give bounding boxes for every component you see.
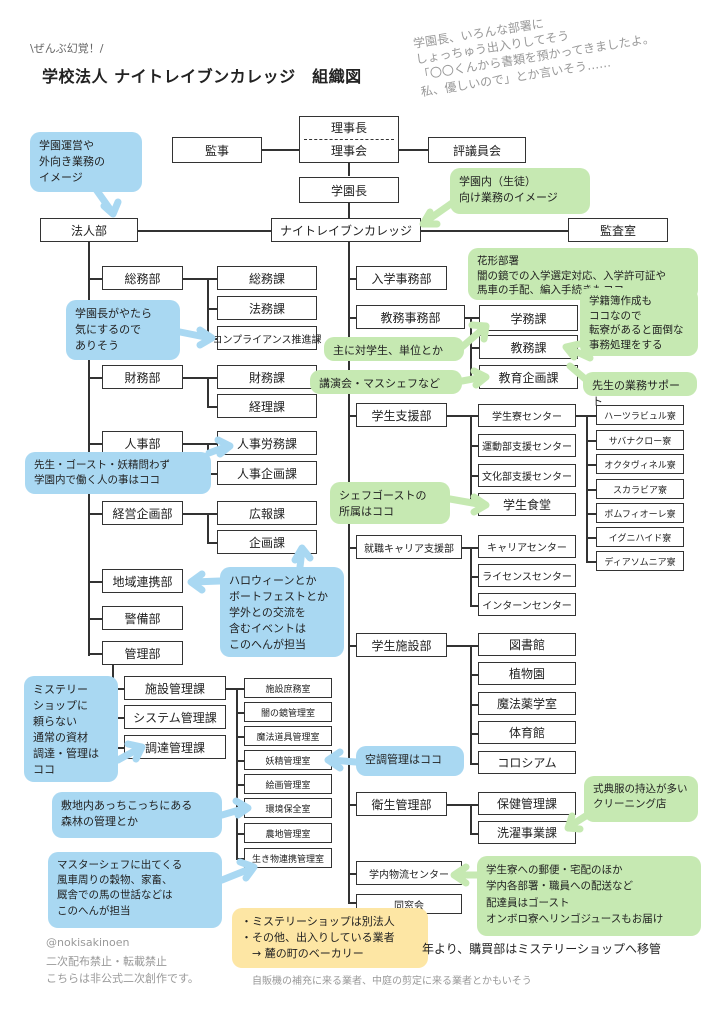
box-somuka: 総務課: [217, 266, 317, 290]
box-intern: インターンセンター: [478, 593, 576, 616]
header-tag: \ぜんぶ幻覚！/: [30, 42, 104, 55]
credit-line2: こちらは非公式二次創作です。: [46, 972, 199, 985]
note-bubble: ミステリー ショップに 頼らない 通常の資材 調達・管理は ココ: [24, 676, 118, 782]
box-koho: 広報課: [217, 501, 317, 525]
box-jinjiromu: 人事労務課: [217, 431, 317, 455]
box-gakumu: 学務課: [479, 305, 578, 331]
bottom-note: 自販機の補充に来る業者、中庭の剪定に来る業者とかもいそう: [252, 976, 532, 987]
dorm-item: スカラビア寮: [596, 479, 684, 499]
box-shisetsu-kanri: 施設管理課: [124, 676, 226, 700]
box-jinjikikaku: 人事企画課: [217, 461, 317, 485]
box-hojinbu: 法人部: [40, 218, 138, 242]
box-eisei: 衛生管理部: [356, 792, 447, 816]
room-item: 施設庶務室: [244, 678, 332, 698]
box-kyoiku: 教育企画課: [479, 365, 578, 389]
room-item: 農地管理室: [244, 823, 332, 843]
box-kyomu: 教務事務部: [356, 305, 465, 329]
box-keiei: 経営企画部: [102, 501, 183, 525]
note-bubble: ・ミステリーショップは別法人 ・その他、出入りしている業者 → 麓の町のベーカリ…: [232, 908, 428, 968]
box-kanri: 管理部: [102, 641, 183, 665]
box-gakusei: 学生支援部: [356, 403, 447, 427]
box-shokudo: 学生食堂: [478, 493, 576, 516]
room-item: 生き物連携管理室: [244, 848, 332, 868]
box-college: ナイトレイブンカレッジ: [271, 218, 421, 242]
note-bubble: 講演会・マスシェフなど: [310, 370, 462, 394]
box-keibi: 警備部: [102, 606, 183, 630]
note-bubble: 学園運営や 外向き業務の イメージ: [30, 132, 142, 192]
box-chotatsu: 調達管理課: [124, 735, 226, 759]
room-item: 絵画管理室: [244, 774, 332, 794]
box-bunka: 文化部支援センター: [478, 464, 576, 487]
dorm-item: サバナクロー寮: [596, 430, 684, 450]
box-kyomuka: 教務課: [479, 335, 578, 359]
facility-item: コロシアム: [478, 751, 576, 774]
credit-line1: 二次配布禁止・転載禁止: [46, 955, 167, 968]
dorm-item: ディアソムニア寮: [596, 551, 684, 571]
note-bubble: 先生の業務サポート: [583, 372, 697, 408]
note-bubble: シェフゴーストの 所属はココ: [330, 482, 450, 524]
box-kanji: 監事: [172, 137, 262, 163]
dorm-item: ポムフィオーレ寮: [596, 503, 684, 523]
note-bubble: 学園長がやたら 気にするので ありそう: [66, 300, 180, 360]
room-item: 妖精管理室: [244, 750, 332, 770]
box-sentaku: 洗濯事業課: [478, 821, 576, 844]
note-bubble: 学籍簿作成も ココなので 転寮があると面倒な 事務処理をする: [580, 288, 698, 356]
box-career-center: キャリアセンター: [478, 535, 576, 558]
box-hyogiinkai: 評議員会: [428, 137, 526, 163]
note-bubble: 学園内（生徒） 向け業務のイメージ: [450, 168, 590, 214]
page-title: 学校法人 ナイトレイブンカレッジ 組織図: [42, 67, 362, 86]
box-license: ライセンスセンター: [478, 564, 576, 587]
note-bubble: 主に対学生、単位とか: [324, 337, 464, 361]
box-career: 就職キャリア支援部: [356, 535, 462, 559]
note-bubble: 式典服の持込が多い クリーニング店: [584, 776, 698, 822]
note-bubble: 学生寮への郵便・宅配のほか 学内各部署・職員への配送など 配達員はゴースト オン…: [477, 856, 701, 936]
room-item: 魔法道具管理室: [244, 726, 332, 746]
dorm-item: イグニハイド寮: [596, 527, 684, 547]
dorm-item: オクタヴィネル寮: [596, 454, 684, 474]
box-gakusei-shisetsu: 学生施設部: [356, 633, 447, 657]
box-zaimuka: 財務課: [217, 365, 317, 389]
box-zaimu: 財務部: [102, 365, 183, 389]
rijicho-label: 理事長: [330, 121, 367, 135]
box-nyugaku: 入学事務部: [356, 266, 447, 290]
dorm-item: ハーツラビュル寮: [596, 405, 684, 425]
room-item: 環境保全室: [244, 798, 332, 818]
note-bubble: マスターシェフに出てくる 風車周りの穀物、家畜、 厩舎での馬の世話などは このへ…: [48, 852, 222, 928]
box-ryo-center: 学生寮センター: [478, 404, 576, 427]
box-homuka: 法務課: [217, 296, 317, 320]
facility-item: 図書館: [478, 633, 576, 656]
box-hoken: 保健管理課: [478, 792, 576, 815]
note-bubble: ハロウィーンとか ボートフェストとか 学外との交流を 含むイベントは このへんが…: [220, 567, 344, 657]
box-undo: 運動部支援センター: [478, 434, 576, 457]
note-bubble: 空調管理はココ: [356, 746, 464, 776]
rijikai-label: 理事会: [330, 144, 367, 158]
box-chiiki: 地域連携部: [102, 569, 183, 593]
box-gakuencho: 学園長: [299, 177, 399, 203]
box-keiri: 経理課: [217, 394, 317, 418]
facility-item: 植物園: [478, 662, 576, 685]
box-rijicho: 理事長 理事会: [299, 116, 399, 163]
room-item: 闇の鏡管理室: [244, 702, 332, 722]
box-system: システム管理課: [124, 705, 226, 729]
box-jinji: 人事部: [102, 431, 183, 455]
facility-item: 体育館: [478, 721, 576, 744]
box-somu: 総務部: [102, 266, 183, 290]
note-bubble: 敷地内あっちこっちにある 森林の管理とか: [52, 792, 222, 838]
credit-handle: @nokisakinoen: [46, 936, 130, 949]
box-compliance: コンプライアンス推進課: [212, 326, 322, 350]
box-kansashitsu: 監査室: [568, 218, 668, 242]
facility-item: 魔法薬学室: [478, 692, 576, 715]
notice-text: 年より、購買部はミステリーショップへ移管: [422, 942, 662, 956]
note-bubble: 先生・ゴースト・妖精問わず 学園内で働く人の事はココ: [25, 452, 211, 494]
